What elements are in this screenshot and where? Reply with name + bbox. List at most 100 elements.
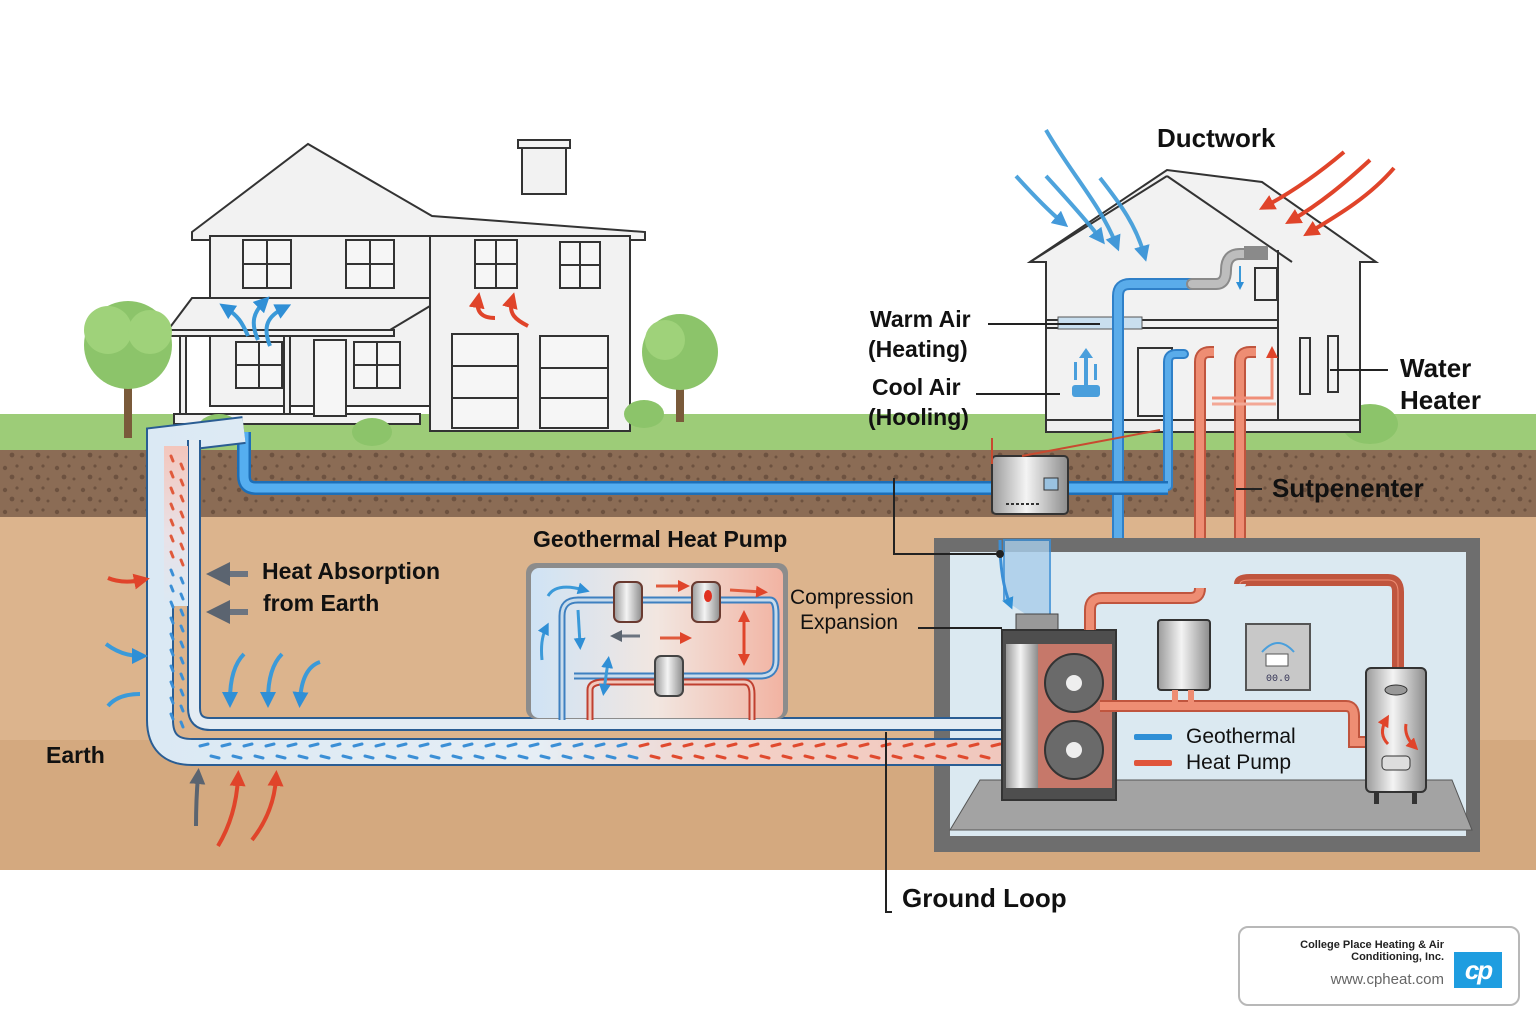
fluid-particle — [682, 742, 694, 748]
fluid-particle — [627, 754, 639, 760]
fluid-particle — [748, 742, 760, 748]
fluid-particle — [957, 754, 969, 760]
ductwork-hot-arrows — [1258, 150, 1396, 237]
fluid-particle — [649, 754, 661, 760]
fluid-particle — [169, 470, 175, 479]
legend: Geothermal Heat Pump — [1134, 724, 1296, 776]
company-name-line1: College Place Heating & Air — [1300, 939, 1444, 951]
cool-air-sublabel: (Hooling) — [868, 404, 969, 430]
fluid-particle — [179, 640, 185, 649]
water-heater-label-line1: Water — [1400, 353, 1472, 383]
fluid-particle — [594, 742, 606, 748]
fluid-particle — [506, 742, 518, 748]
leader-lines — [885, 323, 1388, 913]
fluid-particle — [693, 754, 705, 760]
company-logo-icon: cp — [1454, 952, 1502, 988]
expansion-label: Expansion — [800, 611, 899, 634]
ductwork-cold-arrows — [1014, 129, 1150, 262]
left-house — [166, 139, 646, 432]
fluid-particle — [169, 632, 175, 641]
fluid-particle — [169, 680, 175, 689]
fluid-particle — [264, 742, 276, 748]
company-name-line2: Conditioning, Inc. — [1351, 950, 1444, 963]
fluid-particle — [253, 754, 265, 760]
heat-pump-unit — [998, 539, 1117, 801]
legend-label: Geothermal — [1186, 725, 1296, 748]
fluid-particle — [396, 742, 408, 748]
fluid-particle — [308, 742, 320, 748]
fluid-particle — [169, 696, 175, 705]
fluid-particle — [770, 742, 782, 748]
thermostat: 00.0 — [1245, 623, 1311, 691]
control-box — [991, 429, 1161, 515]
earth-label: Earth — [46, 742, 105, 768]
fluid-particle — [616, 742, 628, 748]
heat-absorption-label-line1: Heat Absorption — [262, 558, 441, 584]
fluid-particle — [418, 742, 430, 748]
fluid-particle — [660, 742, 672, 748]
fluid-particle — [583, 754, 595, 760]
fluid-particle — [429, 754, 441, 760]
house-return-pipes — [1194, 266, 1278, 600]
fluid-particle — [561, 754, 573, 760]
vertical-ground-loop — [146, 416, 1002, 766]
fluid-particle — [517, 754, 529, 760]
fluid-particle — [990, 742, 1002, 748]
compressor-icon — [613, 581, 721, 697]
fluid-particle — [179, 672, 185, 681]
fluid-particle — [759, 754, 771, 760]
tree-right — [642, 314, 718, 422]
fluid-particle — [179, 558, 185, 567]
company-url-link[interactable]: www.cpheat.com — [1330, 971, 1444, 988]
fluid-particle — [605, 754, 617, 760]
fluid-particle — [781, 754, 793, 760]
water-heater-label-line2: Heater — [1400, 385, 1481, 415]
basement-pipes — [1084, 574, 1404, 748]
fluid-particle — [671, 754, 683, 760]
fluid-particle — [169, 584, 175, 593]
fluid-particle — [473, 754, 485, 760]
fluid-particle — [352, 742, 364, 748]
cool-air-label: Cool Air — [872, 374, 961, 400]
fluid-particle — [179, 462, 185, 471]
fluid-particle — [847, 754, 859, 760]
expansion-tank — [1157, 619, 1211, 706]
fluid-particle — [179, 704, 185, 713]
fluid-particle — [968, 742, 980, 748]
fluid-particle — [814, 742, 826, 748]
fan-icon — [1044, 653, 1104, 780]
fluid-particle — [902, 742, 914, 748]
fluid-particle — [179, 688, 185, 697]
fluid-particle — [319, 754, 331, 760]
supplementer-label: Sutpenenter — [1272, 473, 1424, 503]
fluid-particle — [242, 742, 254, 748]
ground-loop-label: Ground Loop — [902, 883, 1067, 913]
legend-item-geothermal: Geothermal — [1134, 724, 1296, 750]
fluid-particle — [286, 742, 298, 748]
fluid-particle — [858, 742, 870, 748]
fluid-particle — [179, 576, 185, 585]
fluid-particle — [913, 754, 925, 760]
company-badge[interactable]: College Place Heating & Air Conditioning… — [1238, 926, 1520, 1006]
heat-pump-exchanger-box — [526, 563, 788, 720]
fluid-particle — [179, 656, 185, 665]
fluid-particle — [330, 742, 342, 748]
compression-label: Compression — [790, 586, 914, 609]
fluid-particle — [495, 754, 507, 760]
fluid-particle — [169, 550, 175, 559]
fluid-particle — [297, 754, 309, 760]
legend-label: Heat Pump — [1186, 751, 1292, 774]
fluid-particle — [440, 742, 452, 748]
fluid-particle — [539, 754, 551, 760]
fluid-particle — [169, 518, 175, 527]
fluid-particle — [198, 742, 210, 748]
cool-air-vent-icon — [1072, 348, 1100, 397]
fluid-particle — [715, 754, 727, 760]
fluid-particle — [341, 754, 353, 760]
fluid-particle — [169, 486, 175, 495]
fluid-particle — [179, 720, 185, 729]
fluid-particle — [169, 568, 175, 577]
fluid-particle — [179, 624, 185, 633]
fluid-particle — [179, 478, 185, 487]
